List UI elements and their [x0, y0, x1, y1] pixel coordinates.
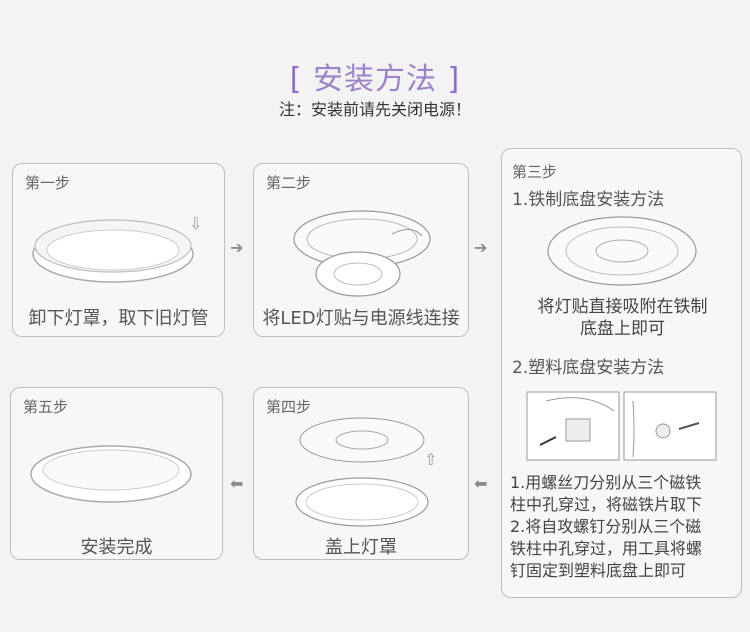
step4-card: 第四步 ⇧ 盖上灯罩: [253, 387, 469, 560]
iron-base-illustration: [542, 211, 702, 291]
finished-lamp-illustration: [21, 424, 211, 524]
step2-label: 第二步: [266, 172, 311, 193]
method2-line2: 柱中孔穿过，将磁铁片取下: [510, 494, 735, 516]
step4-caption: 盖上灯罩: [254, 533, 468, 559]
step3-card: 第三步 1.铁制底盘安装方法 将灯贴直接吸附在铁制 底盘上即可 2.塑料底盘安装…: [501, 148, 742, 598]
title-bracket-open: [: [290, 62, 303, 97]
method2-line1: 1.用螺丝刀分别从三个磁铁: [510, 472, 735, 494]
arrow-left-icon: ⬅: [230, 474, 243, 493]
arrow-down-icon: ⇩: [189, 214, 202, 233]
cover-install-illustration: [262, 410, 462, 530]
method2-line5: 钉固定到塑料底盘上即可: [510, 560, 735, 582]
method1-line1: 将灯贴直接吸附在铁制: [510, 296, 735, 318]
step1-card: 第一步 ⇩ 卸下灯罩，取下旧灯管: [12, 163, 225, 337]
screw-fix-illustration: [623, 391, 717, 461]
step1-caption: 卸下灯罩，取下旧灯管: [13, 304, 224, 330]
step2-card: 第二步 将LED灯贴与电源线连接: [253, 163, 469, 337]
arrow-left-icon: ⬅: [474, 474, 487, 493]
step5-label: 第五步: [23, 396, 68, 417]
arrow-up-icon: ⇧: [424, 450, 437, 469]
step2-caption: 将LED灯贴与电源线连接: [254, 304, 468, 330]
lamp-connect-illustration: [262, 194, 462, 304]
method2-line4: 铁柱中孔穿过，用工具将螺: [510, 538, 735, 560]
magnet-removal-illustration: [526, 391, 620, 461]
method1-line2: 底盘上即可: [510, 318, 735, 340]
arrow-right-icon: ➔: [230, 238, 243, 257]
method1-text: 将灯贴直接吸附在铁制 底盘上即可: [510, 296, 735, 340]
lamp-remove-illustration: [23, 194, 213, 294]
title-text: 安装方法: [313, 62, 437, 97]
method2-title: 2.塑料底盘安装方法: [512, 353, 664, 378]
arrow-right-icon: ➔: [474, 238, 487, 257]
step3-label: 第三步: [512, 161, 557, 182]
safety-note: 注：安装前请先关闭电源！: [0, 96, 750, 120]
method2-text: 1.用螺丝刀分别从三个磁铁 柱中孔穿过，将磁铁片取下 2.将自攻螺钉分别从三个磁…: [510, 472, 735, 582]
method2-line3: 2.将自攻螺钉分别从三个磁: [510, 516, 735, 538]
step5-card: 第五步 安装完成: [10, 387, 223, 560]
page-title: [ 安装方法 ]: [0, 54, 750, 98]
title-bracket-close: ]: [448, 62, 461, 97]
step1-label: 第一步: [25, 172, 70, 193]
step5-caption: 安装完成: [11, 533, 222, 559]
method1-title: 1.铁制底盘安装方法: [512, 185, 664, 210]
